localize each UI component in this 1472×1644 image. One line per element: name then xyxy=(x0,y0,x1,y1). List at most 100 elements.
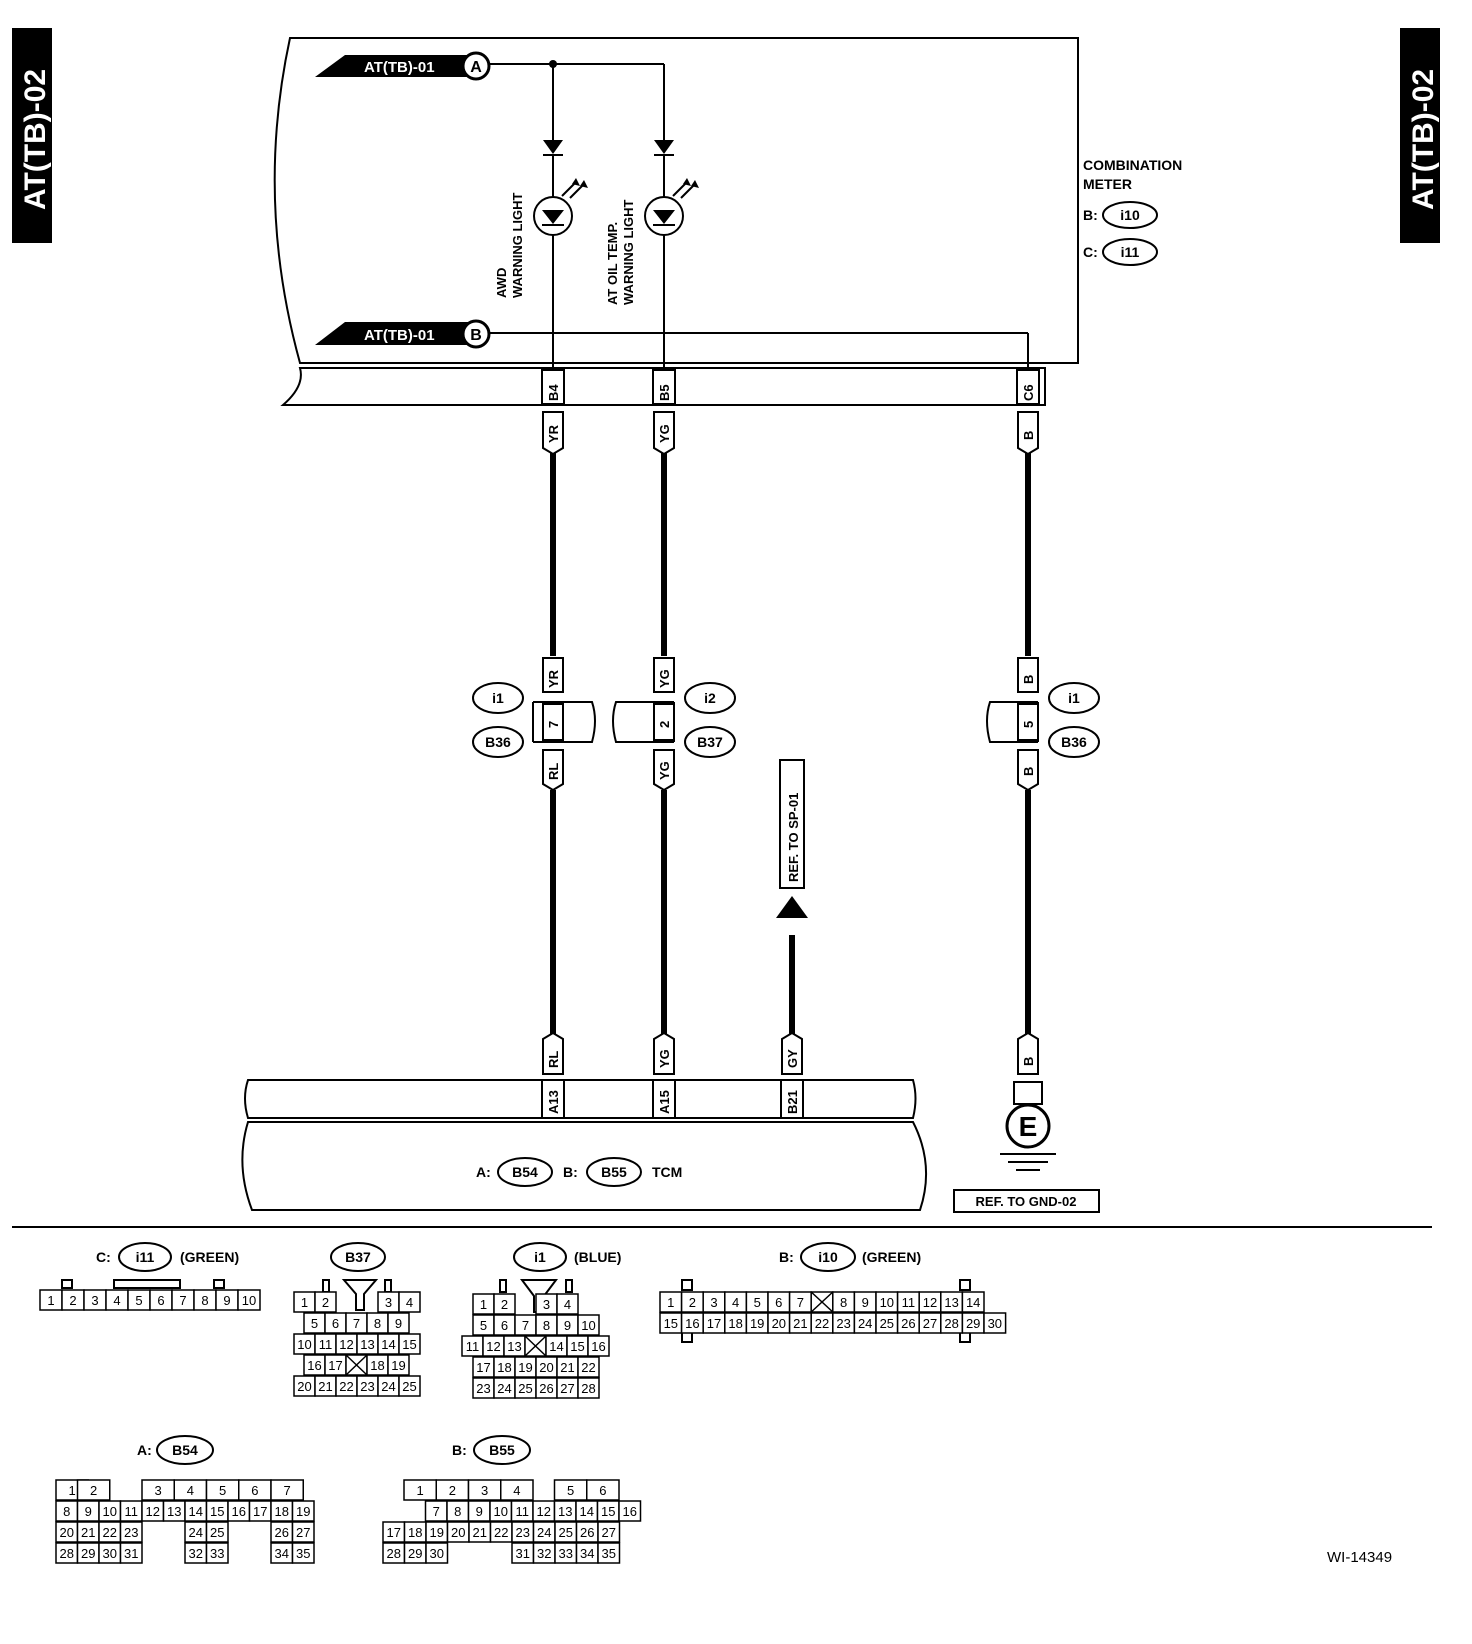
pin-number: 11 xyxy=(125,1504,139,1519)
pin-number: 27 xyxy=(923,1316,937,1331)
pin-number: 11 xyxy=(902,1295,916,1310)
svg-text:RL: RL xyxy=(546,763,561,780)
pin-number: 13 xyxy=(944,1295,958,1310)
ground-ref-label: REF. TO GND-02 xyxy=(976,1194,1077,1209)
awd-diode-icon xyxy=(543,140,563,154)
pin-number: 25 xyxy=(559,1525,573,1540)
tcm-label: A: B54 B: B55 TCM xyxy=(476,1157,682,1187)
b54-pin-cell xyxy=(205,1521,229,1543)
pin-number: 15 xyxy=(664,1316,678,1331)
pin-number: 25 xyxy=(880,1316,894,1331)
pin-number: 4 xyxy=(513,1483,520,1498)
inline-mid-code-top: i2 xyxy=(704,690,716,706)
pin-number: 20 xyxy=(60,1525,74,1540)
b55-pin-cell xyxy=(425,1542,449,1564)
pin-number: 10 xyxy=(242,1293,256,1308)
pin-number: 15 xyxy=(570,1339,584,1354)
pin-number: 22 xyxy=(494,1525,508,1540)
b54-pin-cell xyxy=(205,1542,229,1564)
meter-c-code-oval xyxy=(1102,238,1158,266)
pin-number: 11 xyxy=(466,1339,480,1354)
pin-number: 18 xyxy=(370,1358,384,1373)
combination-meter-label: COMBINATION METER B: i10 C: i11 xyxy=(1083,157,1182,266)
ref-sp-label: REF. TO SP-01 xyxy=(786,793,801,882)
pin-number: 33 xyxy=(559,1546,573,1561)
pin-number: 2 xyxy=(69,1293,76,1308)
svg-text:(GREEN): (GREEN) xyxy=(862,1249,921,1265)
pin-number: 15 xyxy=(210,1504,224,1519)
pin-number: 16 xyxy=(232,1504,246,1519)
svg-text:C6: C6 xyxy=(1021,384,1036,401)
pin-number: 24 xyxy=(858,1316,872,1331)
svg-text:B:: B: xyxy=(452,1442,467,1458)
pin-number: 22 xyxy=(815,1316,829,1331)
svg-text:B54: B54 xyxy=(172,1442,198,1458)
pin-number: 13 xyxy=(558,1504,572,1519)
pin-number: 4 xyxy=(187,1483,194,1498)
inline-left-code-bottom: B36 xyxy=(485,734,511,750)
pin-number: 13 xyxy=(507,1339,521,1354)
pin-number: 4 xyxy=(113,1293,120,1308)
meter-c-prefix: C: xyxy=(1083,244,1098,260)
ground-icon xyxy=(1005,1103,1051,1149)
pin-number: 1 xyxy=(480,1297,487,1312)
pin-number: 27 xyxy=(602,1525,616,1540)
pin-number: 21 xyxy=(473,1525,487,1540)
pin-number: 18 xyxy=(275,1504,289,1519)
svg-text:YG: YG xyxy=(657,761,672,780)
wire-tag-b-top: B xyxy=(1017,411,1039,456)
pin-number: 3 xyxy=(155,1483,162,1498)
i1-pin-cell xyxy=(556,1293,579,1315)
pin-number: 35 xyxy=(602,1546,616,1561)
inline-connector-right: B 5 B i1 B36 xyxy=(986,657,1100,792)
wire-tag-yr-top: YR xyxy=(542,411,564,456)
pin-number: 5 xyxy=(219,1483,226,1498)
connector-view-b54-header: A: B54 xyxy=(137,1435,214,1465)
pin-number: 30 xyxy=(430,1546,444,1561)
pin-number: 5 xyxy=(135,1293,142,1308)
pin-number: 2 xyxy=(90,1483,97,1498)
connector-view-b37-header: B37 xyxy=(330,1242,386,1272)
ground: B E REF. TO GND-02 xyxy=(953,1031,1100,1213)
b55-pin-cell xyxy=(500,1479,534,1501)
svg-text:2: 2 xyxy=(657,721,672,728)
pin-number: 3 xyxy=(481,1483,488,1498)
pin-number: 10 xyxy=(581,1318,595,1333)
connector-view-i11-header: C: i11 (GREEN) xyxy=(96,1242,239,1272)
pin-number: 1 xyxy=(667,1295,674,1310)
oil-label-line2: WARNING LIGHT xyxy=(621,200,636,305)
pin-number: 3 xyxy=(543,1297,550,1312)
inline-left-code-top: i1 xyxy=(492,690,504,706)
svg-text:B5: B5 xyxy=(657,384,672,401)
pin-number: 26 xyxy=(539,1381,553,1396)
pin-number: 12 xyxy=(537,1504,551,1519)
pin-number: 10 xyxy=(297,1337,311,1352)
awd-label-line1: AWD xyxy=(494,268,509,298)
pin-number: 7 xyxy=(179,1293,186,1308)
b54-pin-cell xyxy=(291,1500,315,1522)
pin-number: 32 xyxy=(189,1546,203,1561)
pin-number: 10 xyxy=(880,1295,894,1310)
b37-pin-cell xyxy=(387,1312,410,1334)
pin-number: 8 xyxy=(543,1318,550,1333)
meter-b-prefix: B: xyxy=(1083,207,1098,223)
pin-number: 28 xyxy=(944,1316,958,1331)
document-id: WI-14349 xyxy=(1327,1549,1392,1566)
i10-pin-cell xyxy=(983,1312,1007,1334)
pin-number: 17 xyxy=(707,1316,721,1331)
pin-number: 19 xyxy=(430,1525,444,1540)
pin-number: 23 xyxy=(836,1316,850,1331)
pin-number: 23 xyxy=(124,1525,138,1540)
wire-tag-rl-bottom: RL xyxy=(542,1031,564,1075)
pin-number: 19 xyxy=(518,1360,532,1375)
pin-number: 14 xyxy=(189,1504,203,1519)
i1-pin-cell xyxy=(587,1335,610,1357)
pin-number: 16 xyxy=(685,1316,699,1331)
i1-pin-cell xyxy=(577,1314,600,1336)
pin-number: 26 xyxy=(275,1525,289,1540)
pin-number: 19 xyxy=(391,1358,405,1373)
b54-pin-cell xyxy=(119,1521,143,1543)
b55-pin-cell xyxy=(597,1542,621,1564)
pin-number: 8 xyxy=(201,1293,208,1308)
